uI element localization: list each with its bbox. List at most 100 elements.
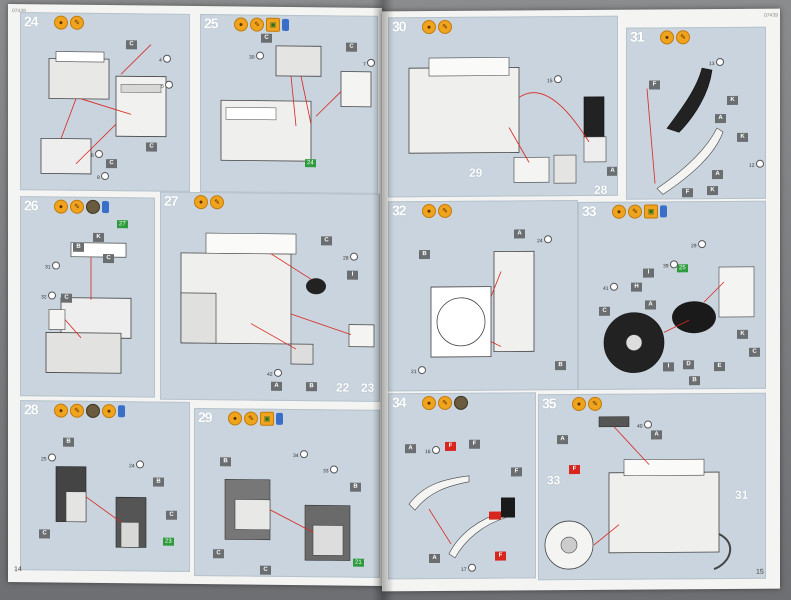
- sub-assembly-23: 23: [361, 380, 375, 395]
- page-number-right: 15: [756, 568, 764, 576]
- sprue-i-label: I: [643, 268, 654, 278]
- sprue-c-label: C: [213, 549, 224, 559]
- sprue-e-label: E: [714, 361, 725, 372]
- sprue-k-label: K: [727, 95, 738, 105]
- sprue-f-label: F: [569, 465, 580, 475]
- sub-assembly-28: 28: [594, 182, 608, 197]
- part-ref-42: 42: [267, 369, 282, 378]
- step-24: 24 ● ✎ C 4 5 6 8 C C: [20, 12, 190, 192]
- step-26: 26 ● ✎ 27 B K C 31 32 C: [20, 196, 155, 398]
- right-page: 07439 30 ● ✎ 15 A 29 28: [382, 8, 780, 592]
- sprue-c-label: C: [261, 33, 272, 43]
- sprue-c-label: C: [749, 347, 760, 357]
- parts-subassembly-drawing: [55, 466, 147, 548]
- part-ref-31: 31: [45, 261, 60, 270]
- sprue-c-label: C: [126, 40, 137, 50]
- sub-assembly-22: 22: [336, 380, 350, 395]
- sprue-c-label: C: [346, 42, 357, 52]
- sprue-i-label: I: [347, 270, 358, 280]
- sprue-f-label: F: [511, 467, 522, 477]
- part-ref-8: 8: [97, 172, 109, 181]
- part-ref-29: 29: [691, 240, 706, 249]
- sub-assembly-33: 33: [547, 473, 561, 488]
- sprue-c-label: C: [166, 510, 177, 520]
- sprue-c-label: C: [103, 254, 114, 264]
- sprue-b-label: B: [689, 376, 700, 386]
- sprue-f-label: F: [469, 439, 480, 449]
- sprue-b-label: B: [220, 457, 231, 467]
- sprue-f-label: F: [649, 80, 660, 90]
- sprue-b-label: B: [73, 242, 84, 252]
- sprue-d-label: D: [683, 360, 694, 370]
- fan-assembly-drawing: [603, 266, 755, 373]
- sub-assembly-31: 31: [735, 487, 749, 502]
- step-30: 30 ● ✎ 15 A 29 28: [388, 15, 618, 198]
- part-ref-28: 28: [343, 253, 358, 262]
- part-ref-17: 17: [461, 564, 476, 573]
- engine-exhaust-drawing: [408, 57, 607, 184]
- sprue-b-label: B: [350, 482, 361, 492]
- part-ref-32: 32: [41, 291, 56, 300]
- part-ref-30: 30: [249, 52, 264, 61]
- step-25: 25 ● ✎ ▣ 30 C C 7 24: [200, 14, 378, 194]
- decal-tag-23: 23: [163, 537, 174, 546]
- sprue-b-label: B: [555, 361, 566, 371]
- sprue-f-label: F: [445, 441, 456, 451]
- sprue-a-label: A: [271, 381, 282, 391]
- part-ref-6: 6: [91, 150, 103, 159]
- exhaust-pipe-drawing: [646, 67, 724, 195]
- sprue-a-label: A: [712, 170, 723, 180]
- part-ref-25: 25: [41, 453, 56, 462]
- sprue-k-label: K: [737, 329, 748, 339]
- part-ref-15: 15: [547, 75, 562, 84]
- catalog-code: 07439: [764, 12, 778, 19]
- subassembly-installation-drawing: [224, 479, 351, 561]
- part-ref-21: 21: [411, 366, 426, 375]
- part-ref-39: 39: [663, 260, 678, 269]
- step-27: 27 ● ✎ C 28 I 42 A B 22 23: [160, 191, 380, 402]
- step-28: 28 ● ✎ ● B 25 24 B C C 23: [20, 400, 190, 572]
- left-page: 07439 24 ● ✎ C 4 5 6 8: [8, 4, 382, 586]
- sprue-c-label: C: [599, 306, 610, 316]
- part-ref-4: 4: [159, 55, 171, 64]
- step-32: 32 ● ✎ B A 24 21 B: [388, 200, 578, 392]
- part-ref-5: 5: [161, 81, 173, 90]
- sprue-b-label: B: [153, 477, 164, 487]
- part-ref-24: 24: [129, 460, 144, 469]
- step-33: 33 ● ✎ ▣ 25 29 39 I 41 H A C K: [578, 200, 766, 391]
- step-34: 34 ● ✎ A 16 F F F A 17 F: [388, 392, 536, 580]
- part-ref-7: 7: [363, 59, 375, 68]
- sprue-c-label: C: [260, 565, 271, 575]
- sprue-b-label: B: [63, 437, 74, 447]
- sprue-a-label: A: [557, 435, 568, 445]
- sprue-c-label: C: [146, 142, 157, 152]
- sprue-a-label: A: [607, 166, 618, 176]
- part-ref-41: 41: [603, 283, 618, 292]
- sprue-b-label: B: [306, 382, 317, 392]
- sprue-f-label: F: [495, 551, 506, 561]
- sprue-a-label: A: [429, 553, 440, 564]
- sprue-k-label: K: [737, 132, 748, 142]
- page-number-left: 14: [14, 566, 22, 574]
- sprue-c-label: C: [61, 293, 72, 303]
- decal-tag-24: 24: [305, 159, 316, 168]
- sprue-i-label: I: [663, 362, 674, 372]
- sprue-a-label: A: [405, 444, 416, 454]
- part-ref-34: 34: [293, 450, 308, 459]
- sprue-c-label: C: [106, 159, 117, 169]
- part-ref-12: 12: [749, 160, 764, 169]
- sprue-a-label: A: [514, 229, 525, 239]
- part-ref-24: 24: [537, 235, 552, 244]
- decal-tag-21: 21: [353, 558, 364, 567]
- sprue-h-label: H: [631, 282, 642, 292]
- sprue-a-label: A: [715, 113, 726, 124]
- sub-assembly-29: 29: [469, 165, 483, 180]
- sprue-c-label: C: [321, 236, 332, 246]
- step-31: 31 ● ✎ F 13 K A K 12 A F K: [626, 26, 766, 200]
- step-35: 35 ● ✎ A 40 A F 33 31: [538, 392, 766, 581]
- final-engine-assembly-drawing: [544, 416, 732, 571]
- engine-block-drawing: [40, 44, 167, 175]
- sprue-b-label: B: [419, 250, 430, 260]
- engine-assembly-drawing: [220, 45, 372, 162]
